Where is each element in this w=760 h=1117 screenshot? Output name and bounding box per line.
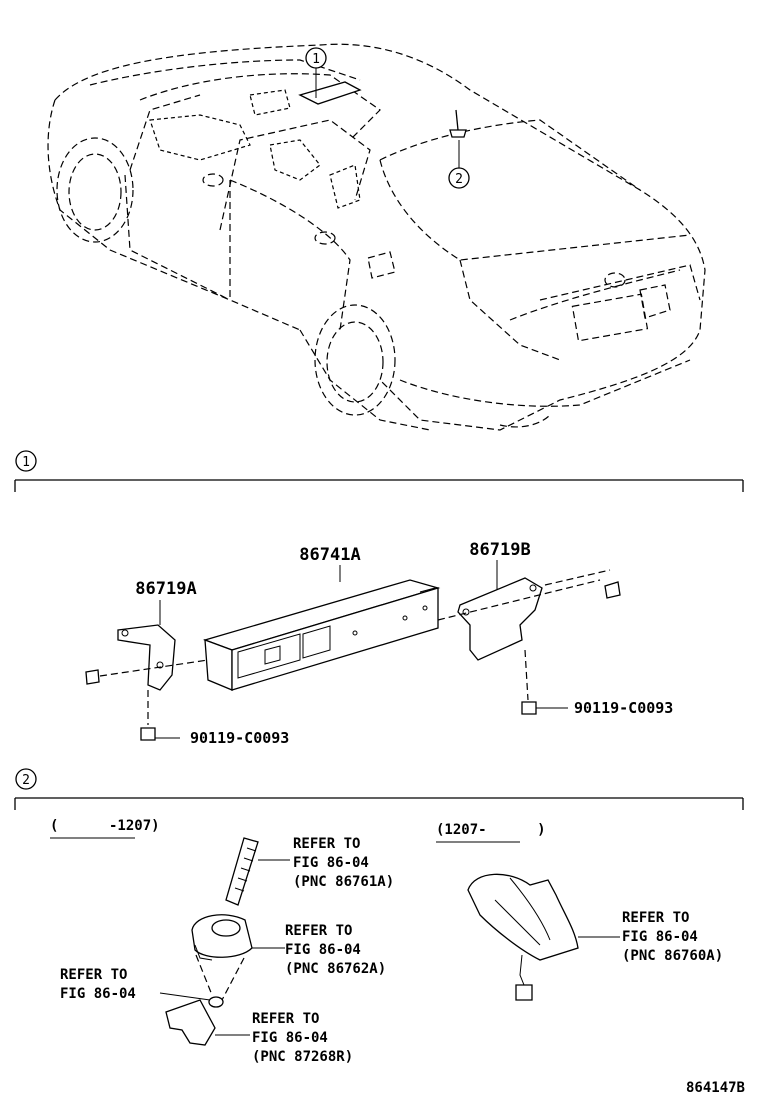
ref-rod-line-2: FIG 86-04 bbox=[293, 855, 369, 871]
antenna-nut bbox=[159, 992, 224, 1008]
section-2-marker: 2 bbox=[22, 773, 30, 788]
ref-cable-line-3: (PNC 87268R) bbox=[252, 1049, 353, 1065]
part-number-screw-right: 90119-C0093 bbox=[574, 699, 673, 717]
section-1-parts: 86741A 86719A 86719B 90119-C0093 90119-C… bbox=[85, 540, 673, 747]
ref-rod: REFER TO FIG 86-04 (PNC 86761A) bbox=[293, 836, 394, 890]
vehicle-illustration bbox=[47, 43, 706, 431]
callout-1: 1 bbox=[305, 47, 327, 98]
bracket-86719a bbox=[85, 600, 209, 741]
callout-1-label: 1 bbox=[312, 52, 320, 67]
range-old: ( -1207) bbox=[50, 818, 160, 839]
ref-rod-line-3: (PNC 86761A) bbox=[293, 874, 394, 890]
range-new-label: (1207- ) bbox=[436, 822, 546, 838]
ref-base: REFER TO FIG 86-04 (PNC 86762A) bbox=[285, 923, 386, 977]
part-number-module: 86741A bbox=[299, 545, 360, 565]
ref-nut: REFER TO FIG 86-04 bbox=[60, 967, 136, 1002]
part-number-screw-left: 90119-C0093 bbox=[190, 729, 289, 747]
bracket-86719b bbox=[437, 560, 621, 715]
ref-cable-line-1: REFER TO bbox=[252, 1011, 319, 1027]
ref-nut-line-1: REFER TO bbox=[60, 967, 127, 983]
module-86741a bbox=[202, 565, 441, 691]
ref-cable: REFER TO FIG 86-04 (PNC 87268R) bbox=[252, 1011, 353, 1065]
callout-2: 2 bbox=[448, 140, 470, 189]
antenna-rod bbox=[225, 837, 290, 906]
section-2-header: 2 bbox=[14, 768, 744, 810]
ref-shark-line-2: FIG 86-04 bbox=[622, 929, 698, 945]
range-old-label: ( -1207) bbox=[50, 818, 160, 834]
section-1-header: 1 bbox=[14, 450, 744, 492]
ref-nut-line-2: FIG 86-04 bbox=[60, 986, 136, 1002]
ref-shark-line-3: (PNC 86760A) bbox=[622, 948, 723, 964]
part-number-bracket-right: 86719B bbox=[469, 540, 530, 560]
antenna-base bbox=[191, 914, 285, 1001]
range-new: (1207- ) bbox=[436, 822, 546, 843]
part-number-bracket-left: 86719A bbox=[135, 579, 196, 599]
ref-base-line-2: FIG 86-04 bbox=[285, 942, 361, 958]
figure-id: 864147B bbox=[686, 1080, 745, 1096]
ref-base-line-1: REFER TO bbox=[285, 923, 352, 939]
ref-rod-line-1: REFER TO bbox=[293, 836, 360, 852]
callout-2-label: 2 bbox=[455, 172, 463, 187]
ref-shark: REFER TO FIG 86-04 (PNC 86760A) bbox=[622, 910, 723, 964]
antenna-cable bbox=[165, 999, 250, 1046]
ref-base-line-3: (PNC 86762A) bbox=[285, 961, 386, 977]
antenna-shark-fin bbox=[467, 873, 620, 1001]
section-1-marker: 1 bbox=[22, 455, 30, 470]
ref-shark-line-1: REFER TO bbox=[622, 910, 689, 926]
ref-cable-line-2: FIG 86-04 bbox=[252, 1030, 328, 1046]
